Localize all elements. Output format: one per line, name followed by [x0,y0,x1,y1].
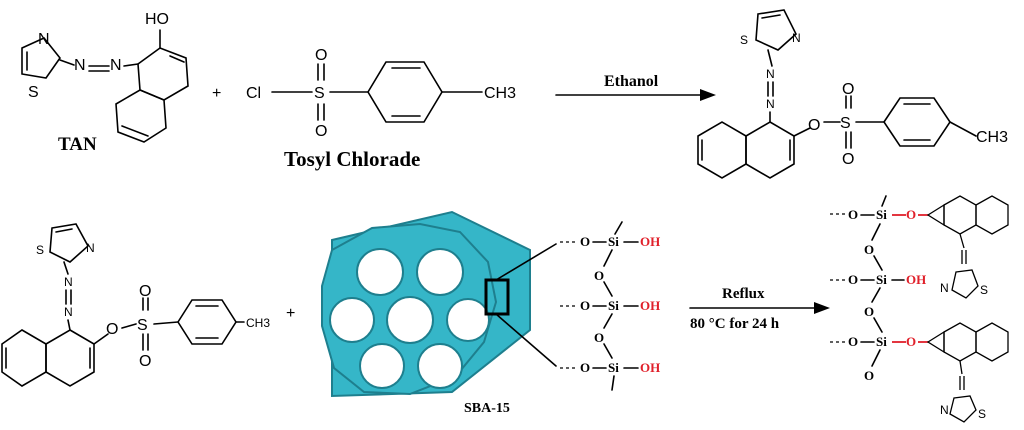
r2-ch3: CH3 [246,316,270,330]
tscl-s-atom: S [314,85,325,102]
surf-si-3: Si [608,360,619,375]
r2-azo-n1: N [64,275,73,289]
tan-ho-group: HO [145,11,169,28]
functionalized-sba-15-product: O Si O N S O O Si OH O O Si O [830,195,1009,423]
tan-tosylate-product: S N N N O S O O CH3 [697,9,1008,179]
tan-tosylate-reactant: S N N N O S O O CH3 [1,223,270,387]
surf-oh-3: OH [640,360,660,375]
r2-n-atom: N [86,241,95,255]
r2-o-top: O [139,283,151,300]
prod-si-2: Si [876,272,887,287]
tscl-ch3: CH3 [484,85,516,102]
tan-n-atom: N [38,31,50,48]
prod-linker-o-2: O [906,334,916,349]
surf-si-2: Si [608,298,619,313]
reaction-arrow-1: Ethanol [555,73,716,101]
product-azo-n1: N [766,67,775,81]
product-ester-o: O [808,117,820,134]
tan-molecule: N S N N HO TAN [21,11,189,155]
surf-o-1: O [580,234,590,249]
tan-label: TAN [58,134,97,155]
surf-oh-2: OH [640,298,660,313]
tscl-o-top: O [315,47,327,64]
surf-o-2: O [580,298,590,313]
silica-surface: O Si OH O O Si OH O O Si OH [560,221,660,391]
prod-linker-o-1: O [906,207,916,222]
tan-azo-n2: N [110,57,122,74]
prod-bridge-o-1: O [864,242,874,257]
tan-s-atom: S [28,84,39,101]
product-o-bottom: O [842,151,854,168]
plus-sign-1: + [212,85,221,102]
reaction-arrow-2: Reflux 80 °C for 24 h [689,286,830,332]
prod-o-3: O [848,334,858,349]
temperature-time-condition: 80 °C for 24 h [690,316,780,332]
surf-bridge-o-1: O [594,268,604,283]
r2-s-atom: S [36,243,44,257]
product-azo-n2: N [766,97,775,111]
prod-thiazole-n-1: N [940,281,949,295]
prod-o-1: O [848,207,858,222]
product-ch3: CH3 [976,129,1008,146]
sba-15-label: SBA-15 [464,401,510,416]
prod-thiazole-s-2: S [978,407,986,421]
r2-azo-n2: N [64,305,73,319]
ethanol-condition: Ethanol [604,73,659,90]
tan-azo-n1: N [74,57,86,74]
tosyl-chloride-molecule: Cl S O O CH3 Tosyl Chlorade [246,47,516,171]
surf-bridge-o-2: O [594,330,604,345]
surf-oh-1: OH [640,234,660,249]
surf-si-1: Si [608,234,619,249]
sba-15-structure: SBA-15 [321,210,557,416]
prod-bridge-o-2: O [864,304,874,319]
r2-ester-o: O [106,321,118,338]
product-s-atom: S [740,33,748,47]
prod-thiazole-s-1: S [980,283,988,297]
prod-oh: OH [906,272,926,287]
r2-s-sulfonyl: S [137,317,148,334]
reflux-condition: Reflux [722,286,765,302]
tscl-o-bottom: O [315,123,327,140]
surf-o-3: O [580,360,590,375]
prod-si-1: Si [876,207,887,222]
prod-bridge-o-3: O [864,368,874,383]
tscl-cl-atom: Cl [246,85,261,102]
product-n-atom: N [792,31,801,45]
product-s-sulfonyl: S [840,115,851,132]
prod-thiazole-n-2: N [940,403,949,417]
prod-o-2: O [848,272,858,287]
prod-si-3: Si [876,334,887,349]
tosyl-chloride-label: Tosyl Chlorade [284,147,420,171]
product-o-top: O [842,81,854,98]
r2-o-bottom: O [139,353,151,370]
plus-sign-2: + [286,305,295,322]
